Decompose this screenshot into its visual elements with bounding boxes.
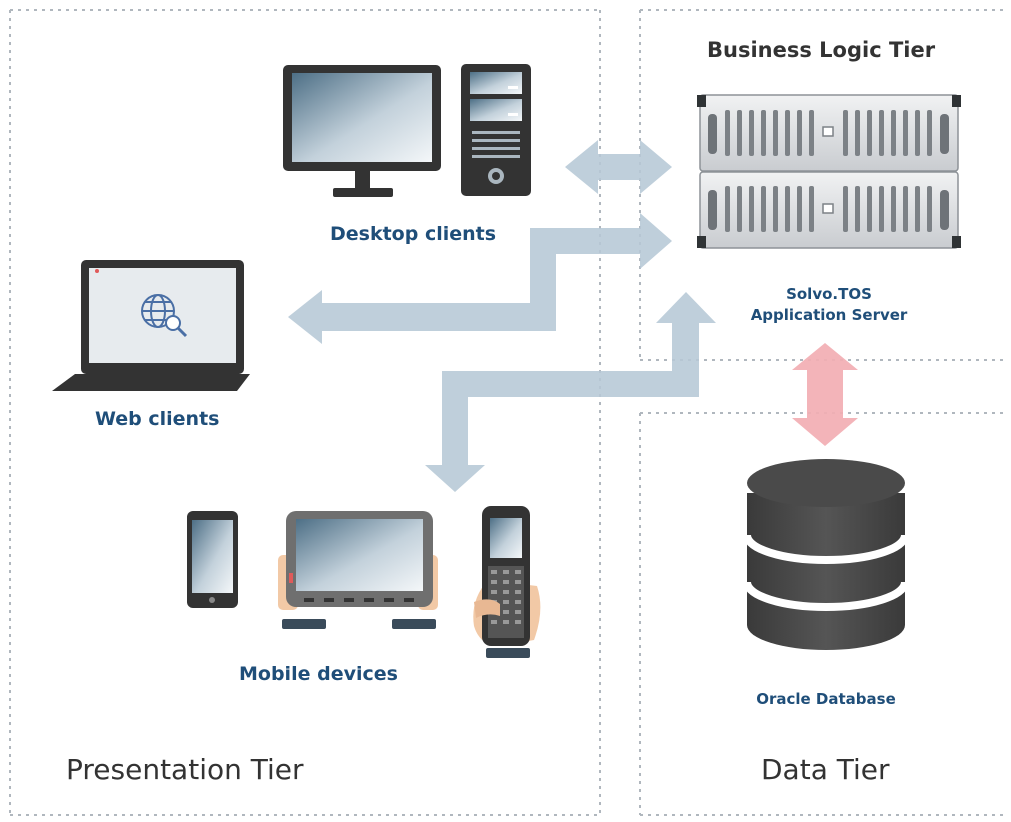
mobile-devices-label: Mobile devices bbox=[239, 663, 398, 685]
database-label: Oracle Database bbox=[756, 690, 896, 708]
globe-search-icon bbox=[141, 294, 188, 338]
smartphone-icon bbox=[187, 511, 238, 608]
database-icon bbox=[743, 459, 909, 650]
desktop-server-arrow bbox=[565, 140, 672, 194]
presentation-tier-box bbox=[9, 9, 601, 816]
server-database-arrow bbox=[792, 343, 858, 446]
desktop-monitor-icon bbox=[283, 65, 441, 197]
barcode-scanner-icon bbox=[473, 506, 541, 658]
data-tier-label: Data Tier bbox=[761, 753, 890, 786]
app-server-label-line1: Solvo.TOS bbox=[786, 285, 872, 303]
laptop-icon bbox=[52, 260, 250, 391]
web-server-arrow bbox=[288, 213, 672, 344]
business-logic-tier-label: Business Logic Tier bbox=[707, 38, 936, 62]
tablet-icon bbox=[278, 511, 438, 629]
desktop-clients-label: Desktop clients bbox=[330, 223, 497, 245]
tower-pc-icon bbox=[461, 64, 531, 196]
web-clients-label: Web clients bbox=[95, 408, 220, 430]
presentation-tier-label: Presentation Tier bbox=[66, 753, 304, 786]
mobile-server-arrow bbox=[425, 292, 716, 492]
app-server-label-line2: Application Server bbox=[750, 306, 908, 324]
server-rack-icon bbox=[697, 94, 961, 249]
